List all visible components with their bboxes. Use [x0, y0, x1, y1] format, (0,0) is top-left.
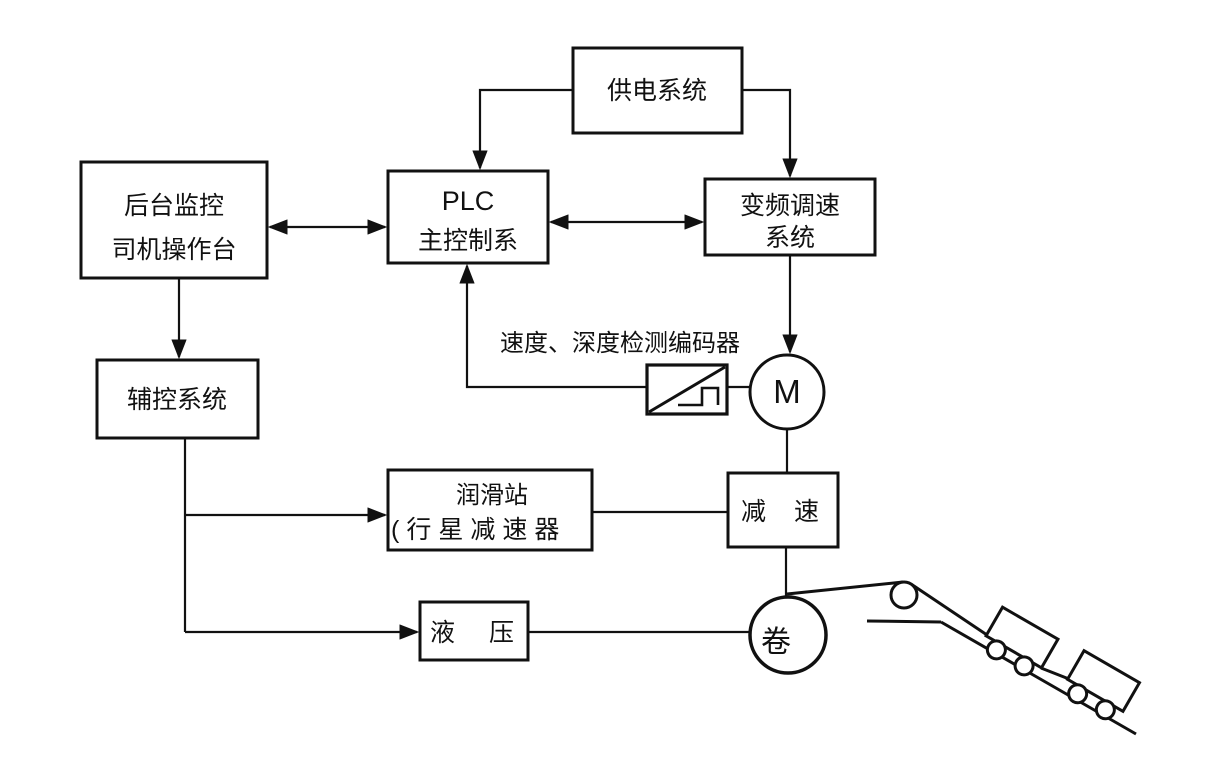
- connector-encoder-to-plc: [459, 263, 647, 389]
- plc-box: [386, 169, 550, 265]
- monitor-label-line1: 后台监控: [124, 192, 224, 220]
- aux-control-box: [95, 358, 260, 440]
- vfd-box: [703, 177, 877, 257]
- head-sheave-circle: [889, 580, 919, 610]
- connector-power-to-plc: [472, 88, 573, 171]
- platform-line: [866, 619, 942, 624]
- motor-circle: [748, 353, 826, 431]
- cart-2-wheel-right: [1094, 699, 1116, 721]
- rope-drum-to-sheave: [786, 580, 904, 596]
- power-supply-box: [571, 46, 744, 135]
- aux-control-label: 辅控系统: [127, 386, 227, 414]
- hydraulic-label: 液压: [430, 619, 548, 647]
- cart-2-wheel-left: [1067, 683, 1089, 705]
- rope-incline: [910, 582, 997, 643]
- lube-station-box: [386, 468, 594, 552]
- cart-1-wheel-left: [985, 639, 1007, 661]
- drum-circle: [748, 595, 828, 675]
- monitor-label-line2: 司机操作台: [111, 236, 236, 264]
- connector-power-to-vfd: [742, 88, 798, 179]
- plc-label-line2: 主控制系: [418, 227, 518, 255]
- monitor-console-box: [79, 160, 269, 280]
- encoder-step-icon: [678, 386, 720, 407]
- encoder-diagonal-line: [648, 365, 726, 414]
- drum-label: 卷: [761, 626, 791, 659]
- cart-coupling-line: [1040, 666, 1070, 681]
- cart-1-body: [983, 605, 1061, 670]
- motor-label: M: [773, 373, 801, 410]
- vfd-label-line2: 系统: [765, 224, 815, 252]
- hydraulic-box: [418, 600, 530, 662]
- lube-label-line2: (行星减速器: [391, 516, 566, 544]
- mine-cart-2: [1065, 648, 1142, 721]
- lube-label-line1: 润滑站: [456, 482, 528, 509]
- encoder-annotation-label: 速度、深度检测编码器: [500, 330, 740, 357]
- power-supply-label: 供电系统: [607, 77, 707, 105]
- mine-cart-1: [983, 605, 1061, 677]
- reducer-box: [726, 471, 840, 549]
- cart-2-body: [1065, 648, 1142, 714]
- reducer-label: 减速: [741, 498, 847, 526]
- vfd-label-line1: 变频调速: [740, 192, 840, 220]
- cart-1-wheel-right: [1013, 655, 1035, 677]
- plc-label-line1: PLC: [442, 186, 495, 216]
